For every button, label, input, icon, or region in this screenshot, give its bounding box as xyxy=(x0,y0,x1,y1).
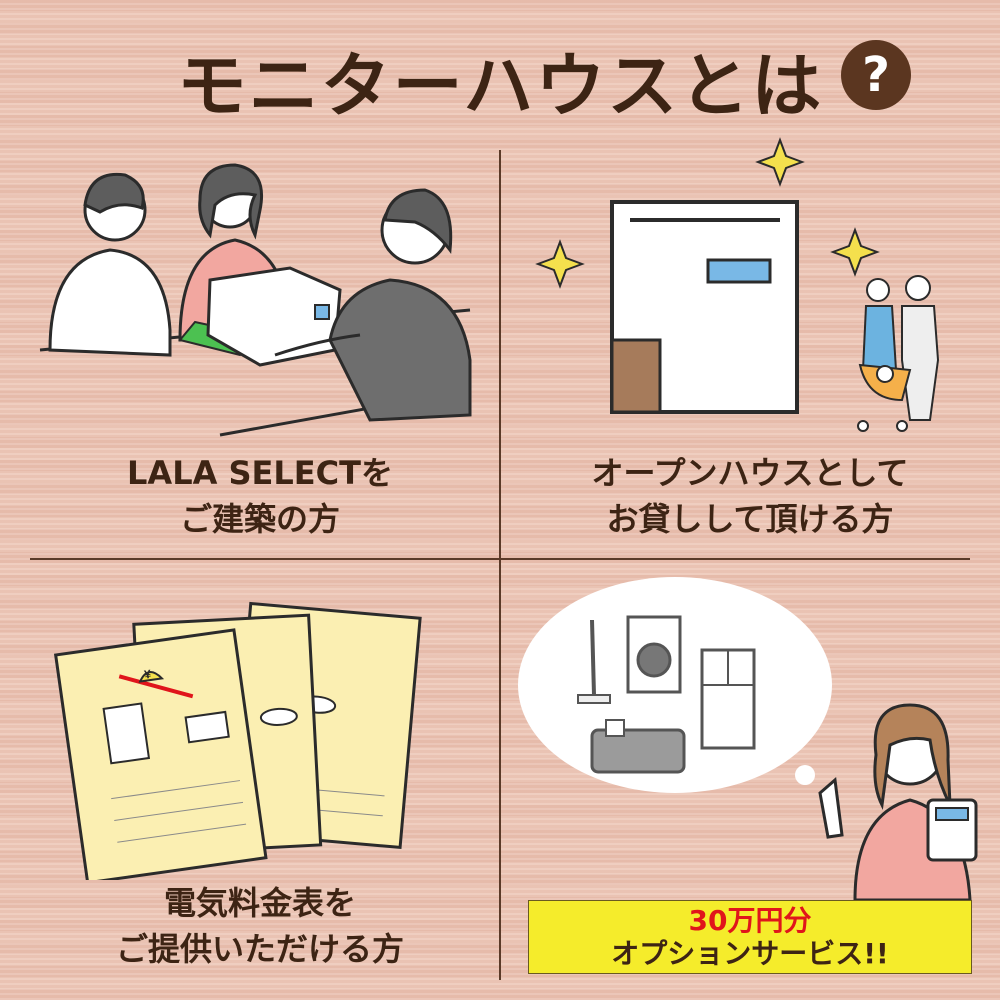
yen-icon: ¥ xyxy=(143,667,152,682)
bill-document: ¥ xyxy=(53,628,268,880)
option-service-illustration xyxy=(518,577,978,900)
panel-open-house-caption: オープンハウスとして お貸しして頂ける方 xyxy=(520,450,980,542)
open-house-illustration xyxy=(535,137,940,432)
page-title: モニターハウスとは xyxy=(176,45,824,127)
option-service-banner: 30万円分 オプションサービス!! xyxy=(528,900,972,974)
sparkle-icon xyxy=(535,239,585,289)
electricity-bill-illustration: ¥ xyxy=(53,601,422,880)
caption-line: LALA SELECTを xyxy=(127,454,393,492)
question-icon: ? xyxy=(841,40,911,110)
caption-line: お貸しして頂ける方 xyxy=(606,500,894,538)
sofa-icon xyxy=(590,728,686,774)
panel-builders-caption: LALA SELECTを ご建築の方 xyxy=(40,450,480,542)
consultation-illustration xyxy=(39,163,472,437)
horizontal-divider xyxy=(30,558,970,560)
caption-line: 電気料金表を xyxy=(163,884,356,922)
panel-electricity-caption: 電気料金表を ご提供いただける方 xyxy=(40,880,480,972)
sparkle-icon xyxy=(830,227,880,277)
vacuum-icon xyxy=(590,619,596,696)
offer-label: オプションサービス!! xyxy=(611,937,889,970)
caption-line: オープンハウスとして xyxy=(591,454,909,492)
vertical-divider xyxy=(499,150,501,980)
offer-amount: 30万円分 xyxy=(688,904,812,937)
caption-line: ご提供いただける方 xyxy=(115,930,404,968)
sparkle-icon xyxy=(755,137,805,187)
caption-line: ご建築の方 xyxy=(179,500,340,538)
